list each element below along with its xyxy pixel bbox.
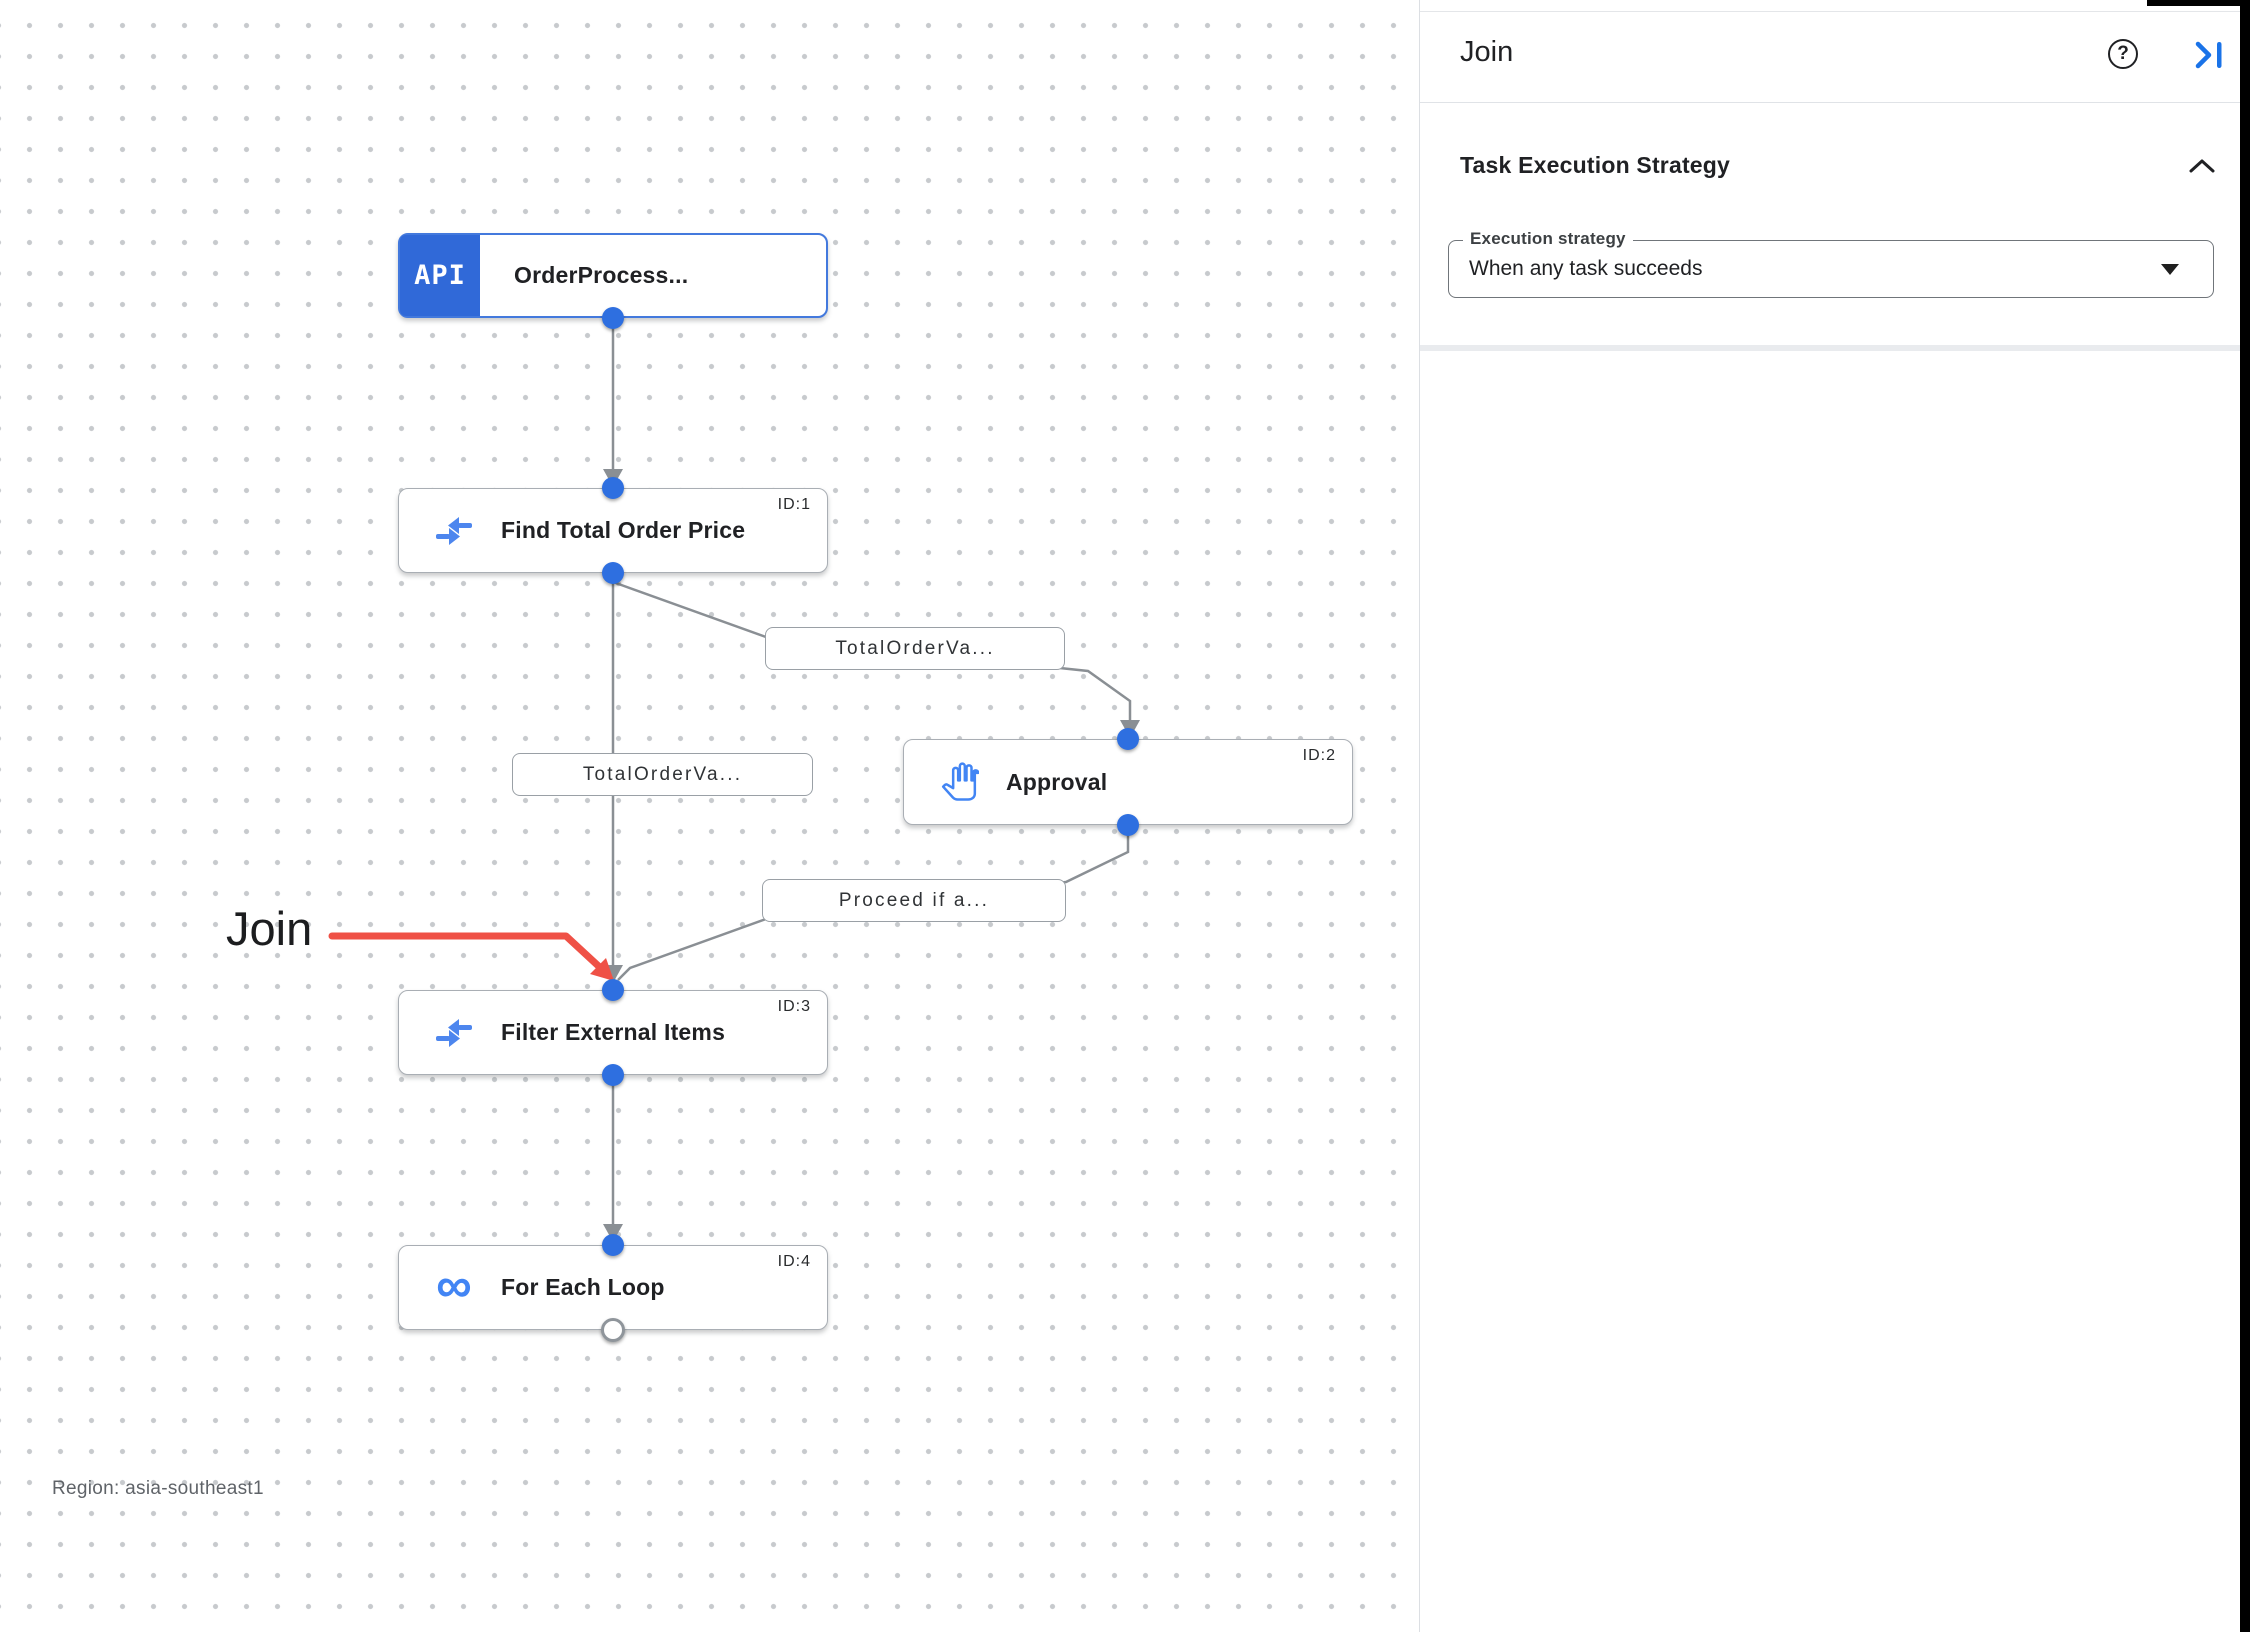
node-title: Approval xyxy=(1006,768,1108,795)
collapse-panel-icon[interactable] xyxy=(2193,40,2227,70)
panel-header-divider xyxy=(1420,102,2250,103)
node-filter-external-items[interactable]: Filter External Items ID:3 xyxy=(398,990,828,1075)
node-title: OrderProcess... xyxy=(514,262,689,288)
execution-strategy-value: When any task succeeds xyxy=(1469,257,1703,280)
help-icon[interactable]: ? xyxy=(2108,39,2138,69)
region-label: Region: asia-southeast1 xyxy=(52,1478,264,1499)
node-title: Find Total Order Price xyxy=(501,517,746,543)
section-divider xyxy=(1420,345,2250,351)
arrowhead-into-task4 xyxy=(603,1224,623,1242)
node-title: Filter External Items xyxy=(501,1019,726,1045)
approval-hand-icon xyxy=(934,761,984,803)
node-approval[interactable]: Approval ID:2 xyxy=(903,739,1353,825)
api-trigger-icon: API xyxy=(400,235,480,316)
edge-task1-to-task2[interactable] xyxy=(612,580,1132,722)
window-edge-top-bar xyxy=(2147,0,2250,6)
node-id-badge: ID:1 xyxy=(777,496,811,513)
edge-label-proceed-if[interactable]: Proceed if a... xyxy=(762,879,1066,922)
infinity-glyph: ∞ xyxy=(436,1256,472,1313)
connector-task2-in[interactable] xyxy=(1117,728,1139,750)
execution-strategy-label: Execution strategy xyxy=(1463,229,1633,249)
connector-task4-in[interactable] xyxy=(602,1234,624,1256)
data-mapping-icon xyxy=(429,515,479,547)
window-edge-right-bar xyxy=(2240,0,2250,1632)
join-annotation-label: Join xyxy=(226,902,313,955)
execution-strategy-select[interactable]: Execution strategy When any task succeed… xyxy=(1448,229,2214,298)
for-each-loop-icon: ∞ xyxy=(429,1256,479,1313)
connector-task3-in[interactable] xyxy=(602,979,624,1001)
connector-task2-out[interactable] xyxy=(1117,814,1139,836)
node-title: For Each Loop xyxy=(501,1274,665,1300)
join-annotation-arrowhead xyxy=(590,958,614,981)
edge-label-totalorderva-right[interactable]: TotalOrderVa... xyxy=(765,627,1065,670)
connector-task3-out[interactable] xyxy=(602,1064,624,1086)
node-id-badge: ID:3 xyxy=(777,998,811,1015)
connector-task1-out[interactable] xyxy=(602,562,624,584)
node-id-badge: ID:4 xyxy=(777,1253,811,1270)
chevron-up-icon[interactable] xyxy=(2188,158,2216,179)
panel-top-divider xyxy=(1420,11,2250,12)
connector-trigger-out[interactable] xyxy=(602,307,624,329)
data-mapping-icon xyxy=(429,1017,479,1049)
api-badge-label: API xyxy=(414,260,466,291)
help-glyph: ? xyxy=(2117,43,2129,64)
config-panel: Join ? Task Execution Strategy Execution… xyxy=(1419,0,2250,1632)
connector-task4-out-empty[interactable] xyxy=(601,1318,625,1342)
node-find-total-order-price[interactable]: Find Total Order Price ID:1 xyxy=(398,488,828,573)
node-orderprocess-trigger[interactable]: API OrderProcess... xyxy=(398,233,828,318)
panel-title: Join xyxy=(1460,36,1514,68)
node-id-badge: ID:2 xyxy=(1302,747,1336,764)
edge-label-totalorderva-left[interactable]: TotalOrderVa... xyxy=(512,753,813,796)
connector-task1-in[interactable] xyxy=(602,477,624,499)
join-annotation-arrow xyxy=(328,932,610,977)
section-title: Task Execution Strategy xyxy=(1460,152,1731,178)
node-for-each-loop[interactable]: ∞ For Each Loop ID:4 xyxy=(398,1245,828,1330)
workflow-canvas[interactable]: API OrderProcess... Find Total Order Pri… xyxy=(0,0,1419,1632)
dropdown-caret-icon xyxy=(2161,264,2179,275)
